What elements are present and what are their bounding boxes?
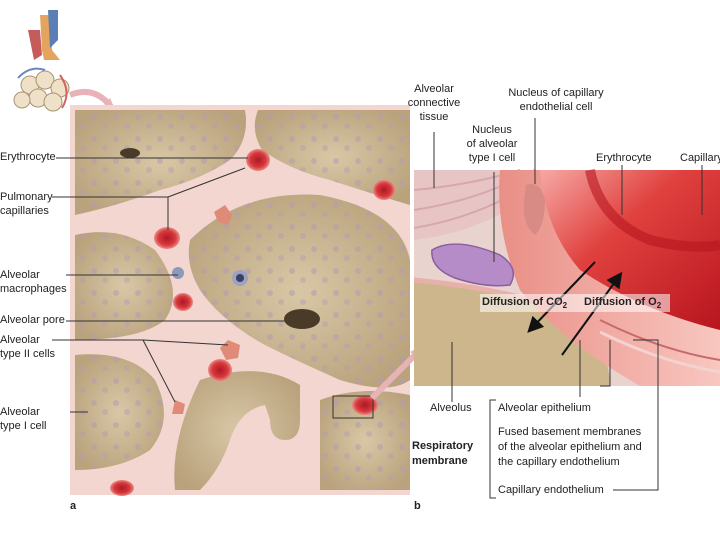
label-type2-line1: Alveolar [0, 334, 40, 347]
label-nucleus-type1-line1: Nucleus [456, 124, 528, 137]
label-nucleus-endothelial-line1: Nucleus of capillary [496, 87, 616, 100]
label-type1-line2: type I cell [0, 420, 46, 433]
label-fused-membranes-line1: Fused basement membranes [498, 426, 641, 439]
label-respiratory-membrane-line1: Respiratory [412, 440, 473, 453]
label-pulmonary-capillaries-line1: Pulmonary [0, 191, 53, 204]
label-connective-line2: connective [404, 97, 464, 110]
label-connective-line3: tissue [404, 111, 464, 124]
label-type1-line1: Alveolar [0, 406, 40, 419]
panel-a-letter: a [70, 500, 76, 512]
label-nucleus-type1-line3: type I cell [456, 152, 528, 165]
label-diffusion-o2: Diffusion of O2 [584, 296, 661, 312]
label-capillary-endothelium: Capillary endothelium [498, 484, 604, 497]
label-connective-line1: Alveolar [404, 83, 464, 96]
label-fused-membranes-line3: the capillary endothelium [498, 456, 620, 469]
label-pulmonary-capillaries-line2: capillaries [0, 205, 49, 218]
panel-b-membrane [414, 170, 720, 386]
lung-lobule-thumbnail [14, 10, 69, 111]
label-alveolus: Alveolus [430, 402, 472, 415]
label-fused-membranes-line2: of the alveolar epithelium and [498, 441, 642, 454]
label-diffusion-co2: Diffusion of CO2 [482, 296, 567, 312]
label-capillary: Capillary [680, 152, 720, 165]
label-alveolar-pore: Alveolar pore [0, 314, 65, 327]
panel-b-letter: b [414, 500, 421, 512]
label-nucleus-type1-line2: of alveolar [456, 138, 528, 151]
label-macrophages-line2: macrophages [0, 283, 67, 296]
label-alveolar-epithelium: Alveolar epithelium [498, 402, 591, 415]
label-type2-line2: type II cells [0, 348, 55, 361]
label-nucleus-endothelial-line2: endothelial cell [496, 101, 616, 114]
alveolar-pore [284, 309, 320, 329]
label-respiratory-membrane-line2: membrane [412, 455, 468, 468]
label-macrophages-line1: Alveolar [0, 269, 40, 282]
panel-a-alveoli [70, 105, 410, 496]
label-erythrocyte-b: Erythrocyte [596, 152, 652, 165]
label-erythrocyte-a: Erythrocyte [0, 151, 56, 164]
